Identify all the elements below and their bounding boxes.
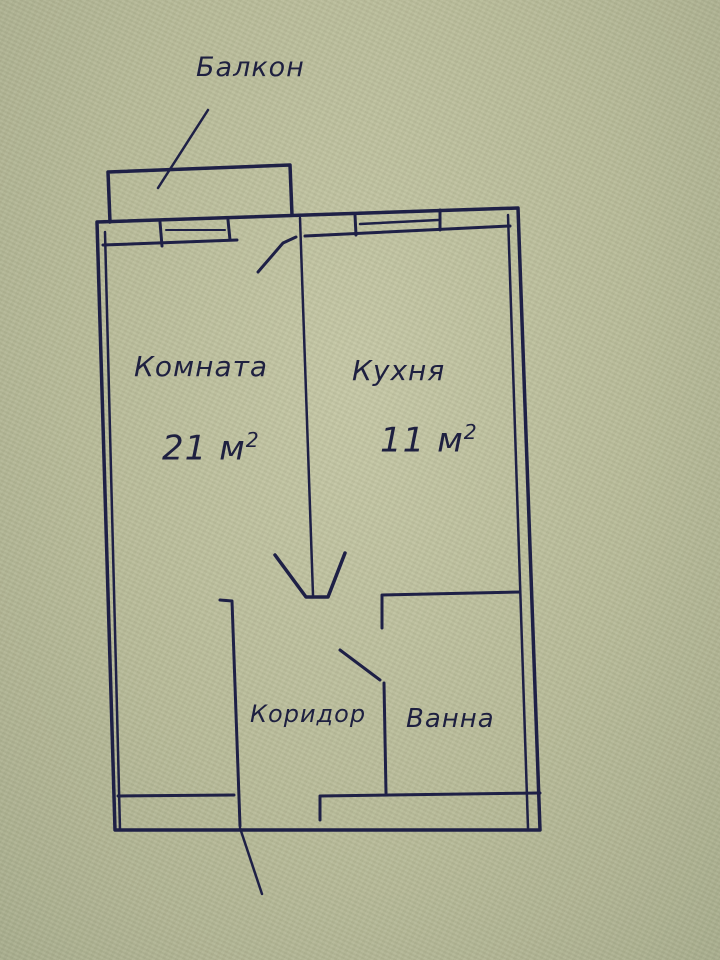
label-corridor: Коридор — [250, 700, 367, 728]
entrance-leader-line — [238, 826, 264, 896]
entry-arrow — [273, 551, 347, 599]
partition-room-kitchen — [298, 216, 315, 597]
inner-wall-lines — [103, 213, 530, 832]
label-kitchen: Кухня — [352, 354, 446, 387]
kitchen-area-value: 11 м — [380, 420, 464, 461]
balcony-door — [256, 235, 298, 274]
room-window — [101, 218, 239, 248]
room-area-exp: 2 — [245, 428, 260, 452]
label-bath: Ванна — [406, 704, 495, 734]
outer-walls — [95, 206, 542, 832]
balcony-outline — [106, 163, 294, 224]
bathroom-door — [338, 648, 382, 682]
balcony-leader-line — [156, 108, 210, 190]
label-kitchen-area: 11 м2 — [380, 420, 478, 460]
room-area-value: 21 м — [162, 428, 246, 469]
label-room: Комната — [134, 350, 269, 383]
kitchen-area-exp: 2 — [463, 420, 478, 444]
kitchen-window — [303, 208, 512, 238]
corridor-left-wall — [116, 598, 242, 828]
label-room-area: 21 м2 — [162, 428, 260, 468]
label-balcony: Балкон — [196, 52, 305, 83]
bathroom-walls — [318, 590, 542, 822]
